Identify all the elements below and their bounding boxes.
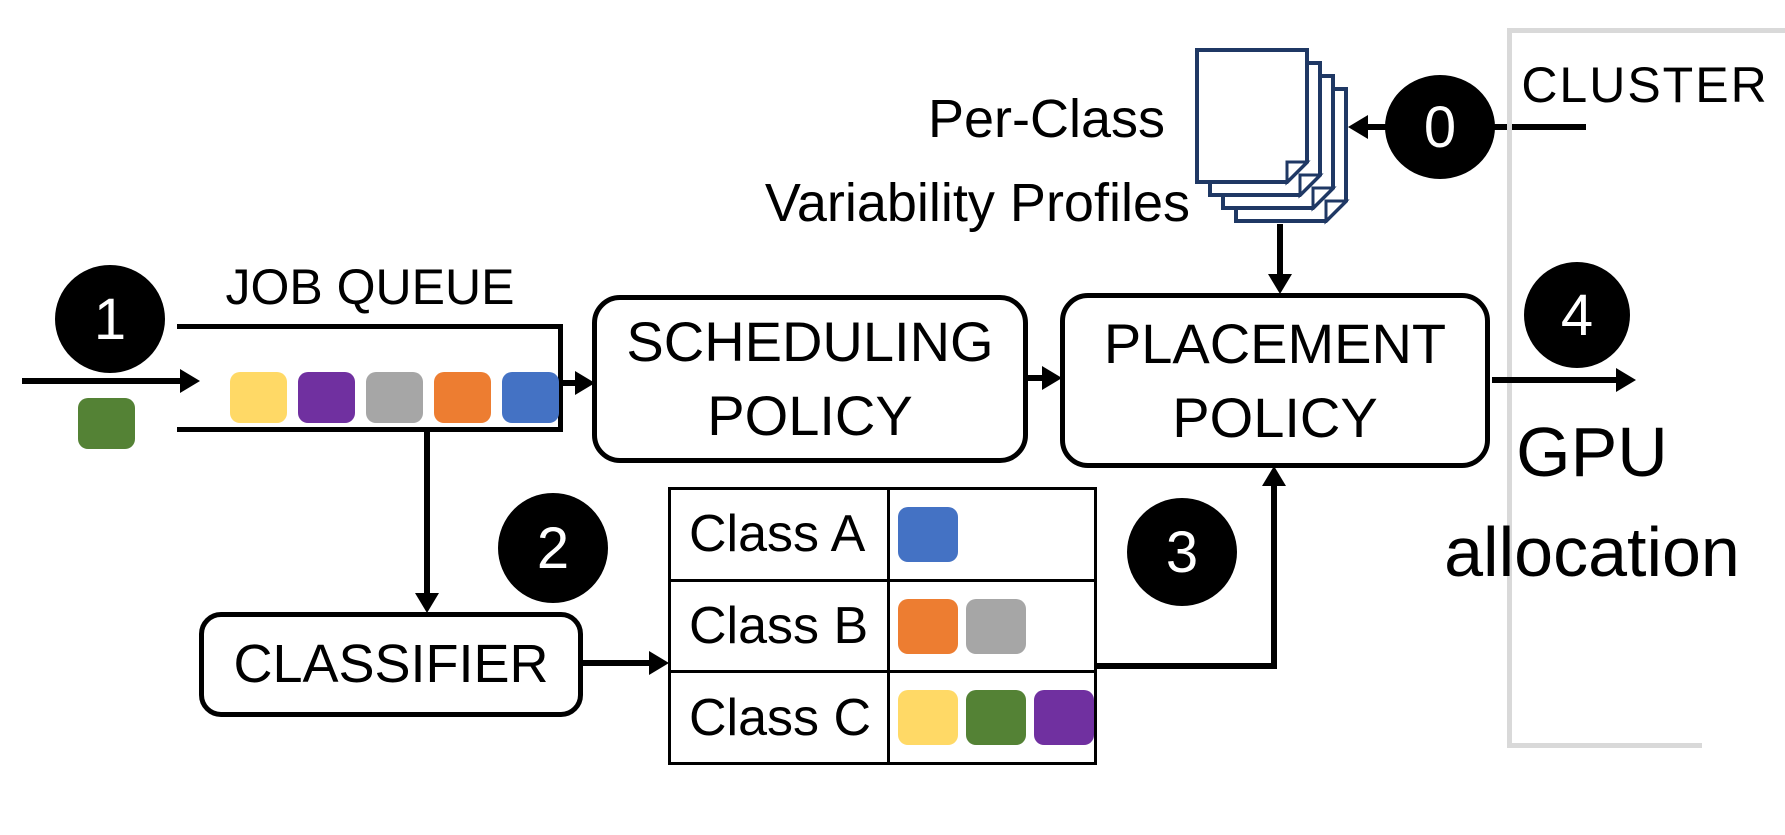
- job-queue-squares: [230, 372, 559, 423]
- table-row-class-b: Class B: [671, 581, 1094, 674]
- yellow-job-square: [230, 372, 287, 423]
- class-a-label: Class A: [671, 490, 890, 579]
- scheduling-policy-box: SCHEDULING POLICY: [592, 295, 1028, 463]
- variability-profiles-documents-icon: [1195, 45, 1375, 245]
- queue-to-scheduling-arrowhead-icon: [575, 371, 595, 395]
- green-job-square: [78, 398, 135, 449]
- class-a-job-squares: [890, 490, 1094, 579]
- table-row-class-a: Class A: [671, 490, 1094, 582]
- placement-to-cluster-arrowhead-icon: [1616, 368, 1636, 392]
- profiles-to-placement-line: [1277, 224, 1283, 276]
- gpu-allocation-label: GPU allocation: [1402, 402, 1782, 602]
- job-queue-label: JOB QUEUE: [225, 259, 515, 315]
- class-c-label: Class C: [671, 673, 890, 763]
- profiles-label-line1: Per-Class: [927, 89, 1165, 149]
- class-b-label: Class B: [671, 581, 890, 671]
- step-4-badge: 4: [1524, 262, 1630, 368]
- step-0-badge: 0: [1385, 75, 1495, 179]
- purple-job-square: [298, 372, 355, 423]
- gpu-allocation-line2: allocation: [1444, 513, 1740, 591]
- classifier-label: CLASSIFIER: [233, 633, 549, 694]
- class-b-job-squares: [890, 582, 1094, 671]
- purple-job-square: [1034, 690, 1094, 746]
- orange-job-square: [434, 372, 491, 423]
- step-1-number: 1: [93, 286, 127, 352]
- step-4-number: 4: [1560, 282, 1594, 348]
- gray-job-square: [966, 598, 1026, 654]
- step-3-number: 3: [1165, 519, 1199, 585]
- class-c-job-squares: [890, 673, 1094, 762]
- table-to-placement-vertical-line: [1271, 484, 1277, 669]
- classifier-to-table-arrowhead-icon: [649, 651, 669, 675]
- step-2-number: 2: [536, 515, 570, 581]
- blue-job-square: [898, 506, 958, 562]
- yellow-job-square: [898, 690, 958, 746]
- table-to-placement-horizontal-line: [1097, 663, 1277, 669]
- scheduling-to-placement-arrowhead-icon: [1042, 366, 1062, 390]
- placement-policy-box: PLACEMENT POLICY: [1060, 293, 1490, 468]
- blue-job-square: [502, 372, 559, 423]
- placement-to-cluster-line: [1492, 377, 1620, 383]
- placement-policy-label-line2: POLICY: [1172, 385, 1378, 449]
- cluster-to-profiles-arrowhead-icon: [1348, 115, 1368, 139]
- step-2-badge: 2: [498, 493, 608, 603]
- classifier-box: CLASSIFIER: [199, 612, 583, 717]
- cluster-box-bottom-border: [1507, 743, 1702, 748]
- incoming-jobs-arrow-line: [22, 378, 182, 384]
- classifier-to-table-line: [583, 660, 651, 666]
- queue-to-classifier-line: [424, 432, 430, 596]
- class-table: Class A Class B Class C: [668, 487, 1097, 765]
- step-3-badge: 3: [1127, 498, 1237, 606]
- placement-policy-label-line1: PLACEMENT: [1103, 311, 1447, 375]
- orange-job-square: [898, 598, 958, 654]
- table-row-class-c: Class C: [671, 673, 1094, 763]
- table-to-placement-arrowhead-icon: [1262, 466, 1286, 486]
- green-job-square: [966, 690, 1026, 746]
- scheduling-policy-label-line2: POLICY: [707, 384, 913, 447]
- gpu-allocation-line1: GPU: [1516, 413, 1668, 491]
- scheduling-to-placement-line: [1028, 375, 1044, 381]
- cluster-label: CLUSTER: [1521, 57, 1769, 113]
- cluster-box-top-border: [1507, 28, 1785, 33]
- step-1-badge: 1: [55, 265, 165, 373]
- cluster-box-left-border: [1507, 28, 1512, 748]
- incoming-jobs-arrowhead-icon: [180, 369, 200, 393]
- incoming-job-squares: [78, 398, 135, 449]
- job-queue-box: [177, 324, 563, 432]
- gray-job-square: [366, 372, 423, 423]
- profiles-label-line2: Variability Profiles: [764, 173, 1190, 233]
- profiles-to-placement-arrowhead-icon: [1268, 274, 1292, 294]
- scheduling-policy-label-line1: SCHEDULING: [626, 310, 994, 374]
- step-0-number: 0: [1423, 94, 1457, 160]
- queue-to-scheduling-line: [563, 380, 577, 386]
- queue-to-classifier-arrowhead-icon: [415, 593, 439, 613]
